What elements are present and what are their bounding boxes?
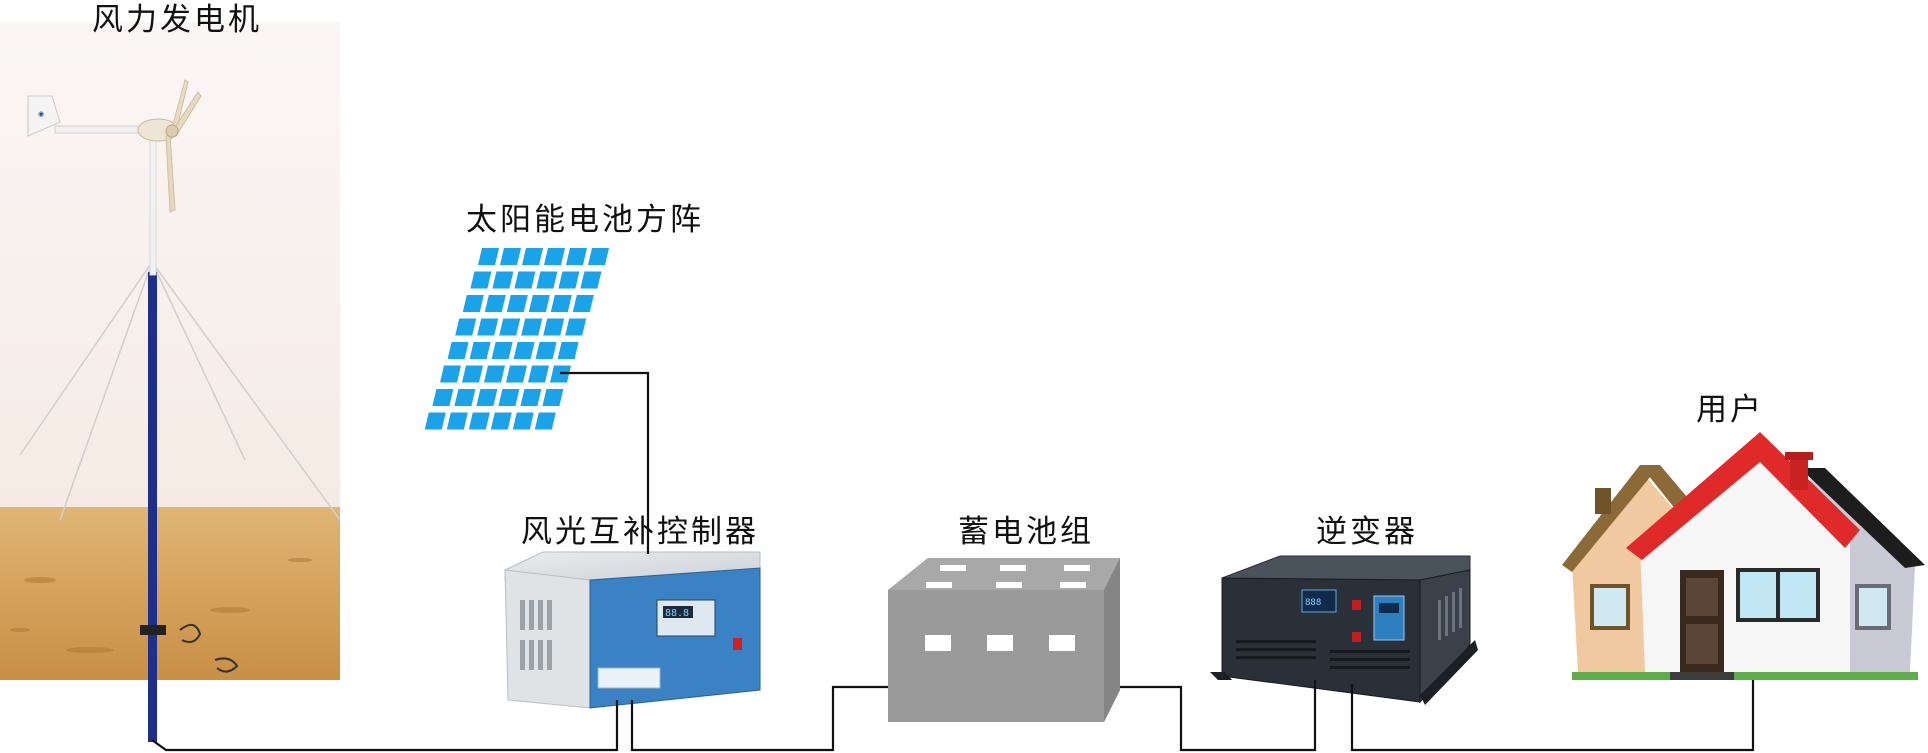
solar-cell	[432, 389, 454, 406]
wire-solar-to-controller	[560, 371, 650, 554]
solar-cell	[498, 389, 520, 406]
solar-cell	[534, 412, 556, 430]
solar-cell	[462, 295, 484, 312]
wire-inverter-to-house	[1350, 680, 1755, 752]
solar-cell	[512, 412, 534, 430]
solar-cell	[513, 342, 535, 359]
solar-cell	[535, 342, 557, 359]
wire-turbine-to-controller	[151, 700, 619, 752]
solar-cell	[572, 295, 594, 312]
solar-cell	[528, 365, 549, 383]
solar-cell	[468, 412, 490, 430]
solar-cell	[514, 271, 536, 289]
solar-cell	[478, 248, 499, 265]
hybrid-controller-label: 风光互补控制器	[521, 514, 759, 550]
solar-cell	[447, 342, 469, 359]
solar-cell	[580, 271, 602, 289]
solar-cell	[469, 342, 491, 359]
svg-text:88.8: 88.8	[665, 608, 689, 619]
turbine-pole	[148, 272, 157, 742]
solar-cell	[506, 365, 527, 383]
inverter-label: 逆变器	[1316, 514, 1418, 550]
solar-cell	[499, 318, 521, 336]
solar-cell	[520, 389, 542, 406]
inverter: 888	[1210, 555, 1478, 705]
solar-array-label: 太阳能电池方阵	[466, 202, 704, 238]
solar-cell	[477, 318, 499, 336]
wire-battery-to-inverter	[1120, 680, 1317, 752]
solar-cell	[484, 365, 505, 383]
solar-cell	[492, 271, 514, 289]
wind-turbine-label: 风力发电机	[92, 2, 262, 38]
solar-cell	[565, 318, 587, 336]
solar-cell	[543, 318, 565, 336]
solar-cell	[484, 295, 506, 312]
solar-cell	[536, 271, 558, 289]
solar-cell	[470, 271, 492, 289]
wiring	[151, 371, 1755, 752]
solar-array	[424, 248, 609, 430]
svg-text:◉: ◉	[38, 110, 44, 118]
svg-text:888: 888	[1305, 598, 1321, 608]
solar-cell	[454, 389, 476, 406]
solar-cell	[490, 412, 512, 430]
solar-cell	[455, 318, 477, 336]
house	[1562, 432, 1925, 680]
solar-cell	[550, 295, 572, 312]
solar-cell	[491, 342, 513, 359]
battery-bank-label: 蓄电池组	[958, 514, 1094, 550]
solar-cell	[476, 389, 498, 406]
solar-cell	[542, 389, 564, 406]
user-label: 用户	[1696, 392, 1764, 428]
wind-turbine-photo: ◉	[0, 22, 341, 742]
hybrid-controller: 88.8	[504, 551, 761, 709]
solar-cell	[588, 248, 609, 265]
solar-cell	[528, 295, 550, 312]
solar-cell	[558, 271, 580, 289]
solar-cell	[462, 365, 483, 383]
wire-controller-to-battery	[630, 685, 888, 752]
solar-cell	[566, 248, 587, 265]
solar-cell	[522, 248, 543, 265]
solar-cell	[500, 248, 521, 265]
solar-cell	[440, 365, 461, 383]
solar-cell	[544, 248, 565, 265]
solar-cell	[446, 412, 468, 430]
solar-cell	[557, 342, 579, 359]
solar-cell	[506, 295, 528, 312]
battery-bank	[888, 558, 1120, 722]
solar-cell	[521, 318, 543, 336]
solar-cell	[424, 412, 446, 430]
